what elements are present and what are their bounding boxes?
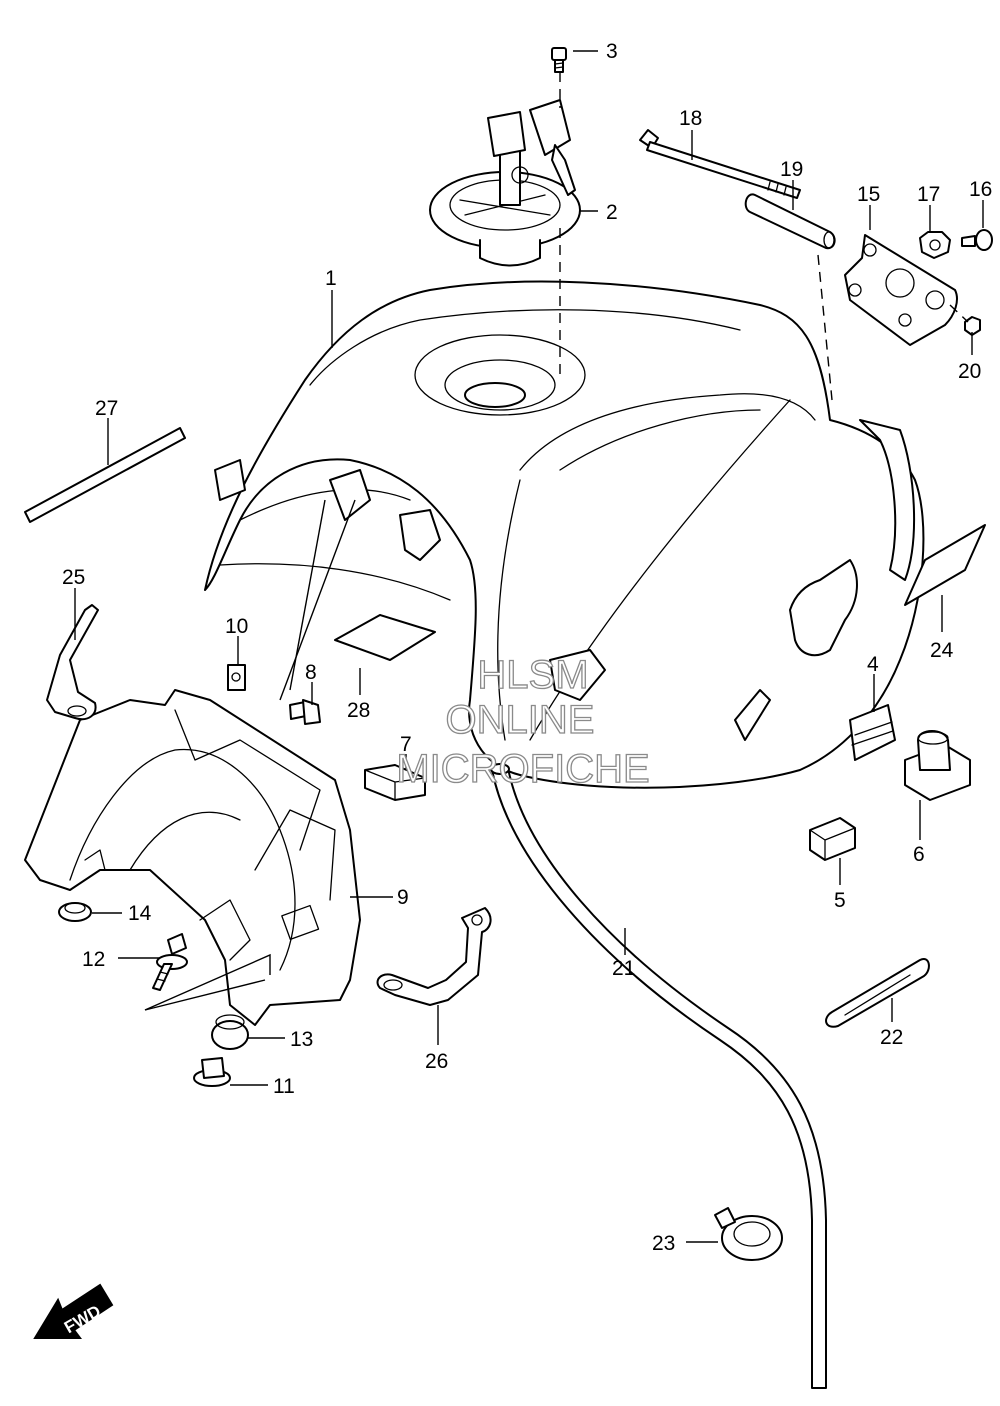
callout-19: 19: [780, 158, 803, 181]
callout-4: 4: [867, 653, 879, 676]
callout-1: 1: [325, 267, 337, 290]
callout-9: 9: [397, 886, 409, 909]
callout-8: 8: [305, 661, 317, 684]
watermark: HLSM ONLINE MICROFICHE: [396, 652, 651, 791]
bolt-8: [289, 699, 321, 725]
callout-17: 17: [917, 183, 940, 206]
nut-17: [919, 231, 951, 259]
assembly-lines: [559, 72, 969, 401]
band-22: [825, 958, 930, 1028]
screw-16: [961, 229, 993, 251]
callout-26: 26: [425, 1050, 448, 1073]
callout-23: 23: [652, 1232, 675, 1255]
callout-24: 24: [930, 639, 954, 662]
callout-6: 6: [913, 843, 925, 866]
callout-20: 20: [958, 360, 981, 383]
callout-11: 11: [273, 1075, 295, 1098]
callout-7: 7: [400, 733, 412, 756]
screw-3: [551, 47, 567, 73]
callout-21: 21: [612, 957, 635, 980]
collar-11: [193, 1057, 231, 1087]
cushion-6: [904, 730, 971, 801]
bracket-25: [46, 604, 99, 721]
grommet-14: [58, 902, 92, 922]
fuel-tank: [204, 280, 925, 789]
pad-28: [334, 614, 436, 661]
leader-lines: [74, 50, 984, 1243]
cover-9: [24, 689, 361, 1026]
fwd-direction-badge: FWD: [33, 1283, 114, 1339]
callout-15: 15: [857, 183, 880, 206]
hose-21: [490, 763, 827, 1389]
callout-25: 25: [62, 566, 85, 589]
nut-20: [964, 316, 981, 336]
cushion-5: [809, 817, 856, 861]
callout-10: 10: [225, 615, 248, 638]
bolt-12: [152, 933, 188, 991]
callout-28: 28: [347, 699, 370, 722]
fuel-cap-assembly: [429, 99, 581, 267]
pad-4: [849, 704, 896, 761]
callout-numbers: 3 2 1 18 19 15 17 16 20 27 25 10 8 28 7 …: [62, 40, 992, 1255]
sheet-24: [904, 524, 986, 606]
bolt-18: [639, 129, 801, 199]
callout-2: 2: [606, 201, 618, 224]
callout-12: 12: [82, 948, 105, 971]
callout-13: 13: [290, 1028, 313, 1051]
pad-7: [364, 764, 426, 801]
callout-3: 3: [606, 40, 618, 63]
callout-16: 16: [969, 178, 992, 201]
bracket-26: [376, 907, 492, 1006]
callout-22: 22: [880, 1026, 903, 1049]
watermark-line-1: HLSM: [477, 653, 588, 697]
strip-27: [24, 427, 186, 523]
callout-27: 27: [95, 397, 118, 420]
callout-5: 5: [834, 889, 846, 912]
clip-10: [227, 664, 246, 691]
clamp-23: [714, 1207, 783, 1261]
callout-14: 14: [128, 902, 152, 925]
bracket-15: [844, 234, 958, 346]
watermark-line-3: MICROFICHE: [396, 747, 649, 791]
spacer-19: [744, 193, 836, 250]
grommet-13: [211, 1014, 249, 1050]
callout-18: 18: [679, 107, 702, 130]
watermark-line-2: ONLINE: [446, 698, 595, 742]
